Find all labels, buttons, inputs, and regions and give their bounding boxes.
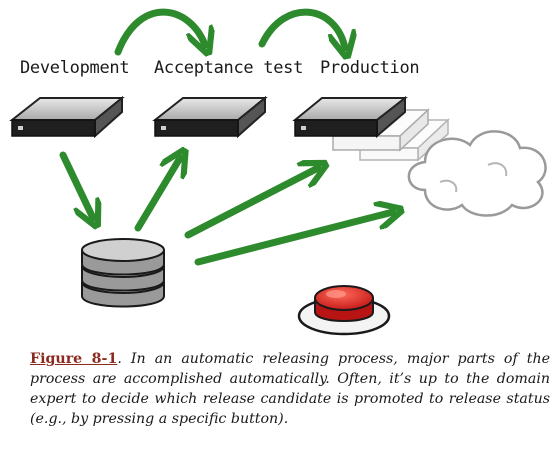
development-to-repository-arrow	[59, 151, 93, 218]
acceptance-test-server-icon	[152, 95, 268, 139]
repository-database-icon	[81, 238, 165, 308]
figure-caption: Figure 8-1. In an automatic releasing pr…	[30, 349, 550, 429]
repository-to-production-arrow	[184, 168, 318, 239]
development-server-icon	[9, 95, 125, 139]
cloud-icon	[407, 130, 547, 217]
stage-label-development: Development	[20, 58, 130, 78]
caption-text: In an automatic releasing process, major…	[30, 351, 551, 427]
stage-label-production: Production	[320, 58, 420, 78]
figure-reference-link[interactable]: Figure 8-1	[30, 351, 118, 367]
release-process-diagram	[9, 8, 547, 336]
repository-to-acceptance-arrow	[134, 158, 180, 232]
caption-separator: .	[117, 351, 131, 367]
stage-label-acceptance-test: Acceptance test	[154, 58, 304, 78]
promote-to-acceptance-arrow	[114, 8, 205, 52]
production-server-icon	[292, 95, 408, 139]
promote-to-production-arrow	[258, 8, 345, 48]
repository-to-cloud-arrow	[194, 212, 393, 266]
release-button-icon	[297, 285, 391, 336]
